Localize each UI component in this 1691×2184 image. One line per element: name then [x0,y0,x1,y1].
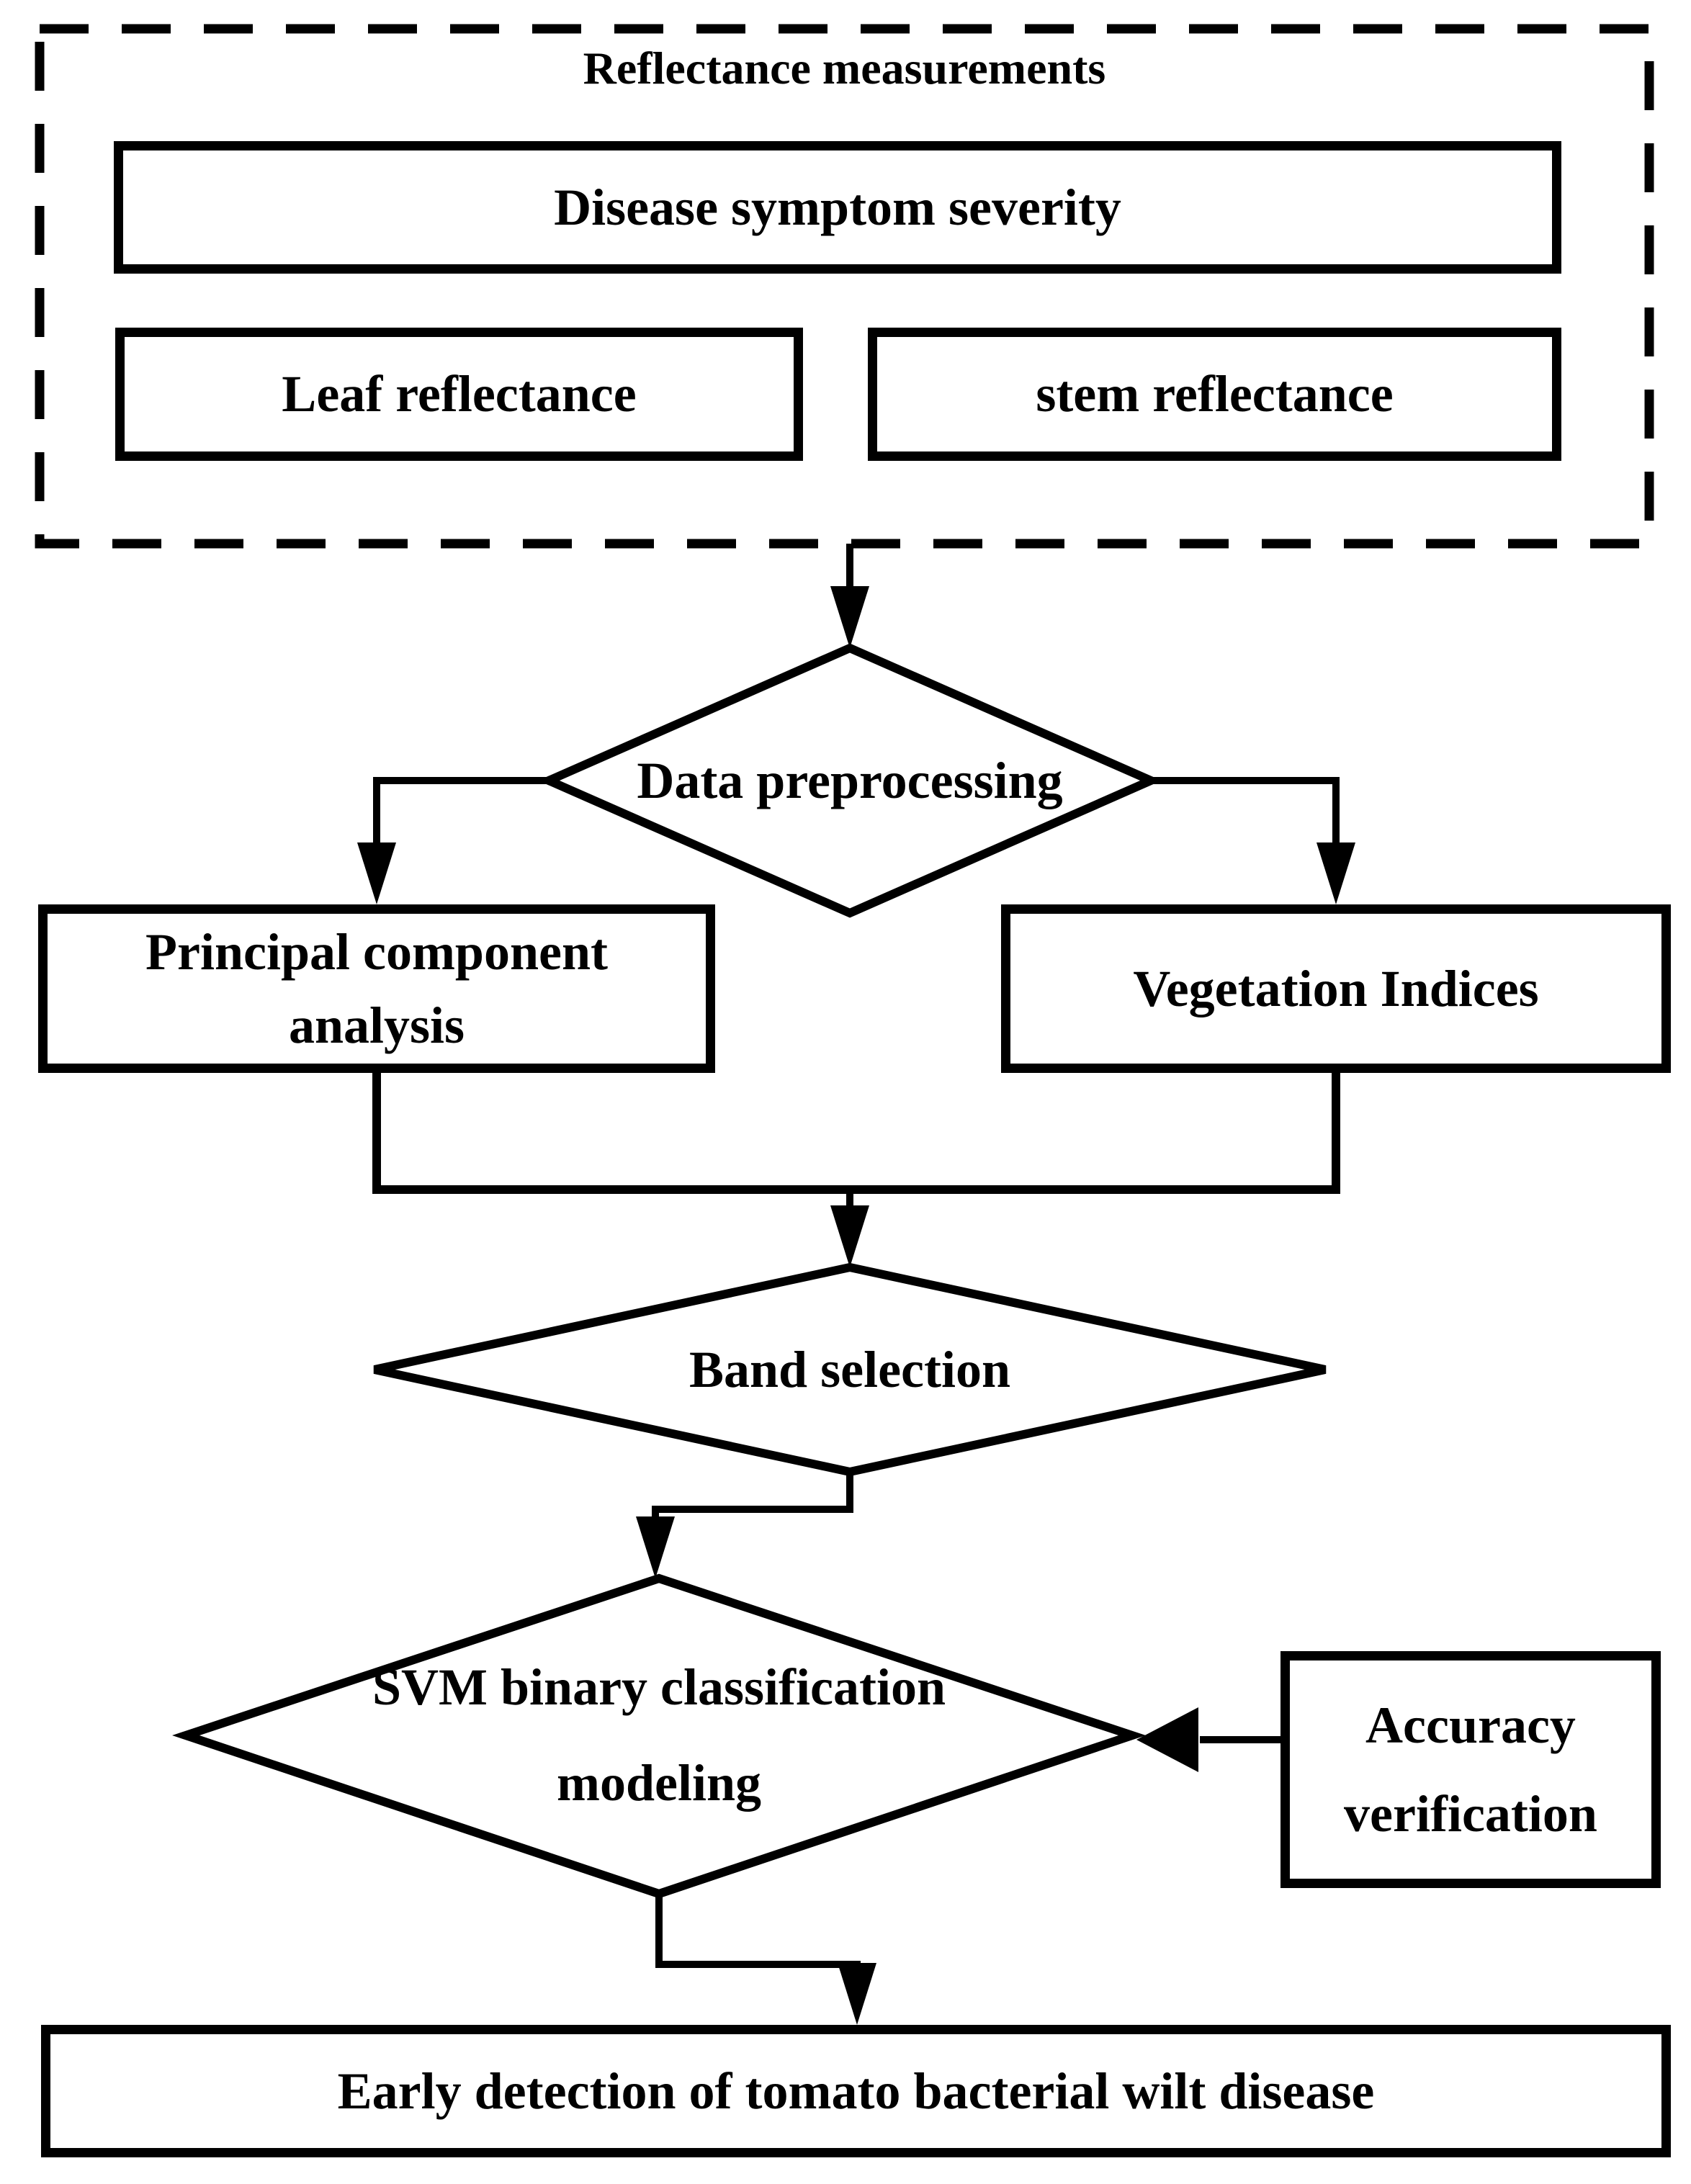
arrowhead-down-icon [830,1205,869,1267]
arrowhead-left-icon [1136,1707,1198,1772]
connector-band-to-svm [652,1472,853,1521]
connector-merge [372,1073,1340,1194]
node-accuracy-verification: Accuracy verification [1280,1651,1661,1888]
arrowhead-down-icon [838,1963,876,2025]
arrowhead-down-icon [636,1516,675,1578]
node-disease-symptom-severity: Disease symptom severity [114,141,1561,274]
connector-preprocess-to-veg [1151,777,1340,847]
diamond-band-selection [373,1262,1327,1477]
reflectance-group-border [35,24,1654,549]
node-svm-modeling-label: SVM binary classification modeling [372,1658,946,1812]
reflectance-group-title: Reflectance measurements [583,42,1106,94]
diamond-data-preprocessing [538,643,1162,918]
diamond-svm-modeling [172,1573,1146,1899]
connector-svm-to-result [655,1894,861,1969]
connector-preprocess-to-pca [373,777,549,847]
node-data-preprocessing-label: Data preprocessing [637,751,1063,809]
node-stem-reflectance: stem reflectance [868,328,1561,461]
node-early-detection-result: Early detection of tomato bacterial wilt… [41,2025,1671,2157]
node-leaf-reflectance: Leaf reflectance [115,328,803,461]
node-band-selection-label: Band selection [688,1340,1011,1398]
arrowhead-down-icon [357,842,396,904]
arrowhead-down-icon [830,586,869,648]
node-vegetation-indices: Vegetation Indices [1001,904,1671,1073]
arrowhead-down-icon [1317,842,1355,904]
node-principal-component-analysis: Principal component analysis [38,904,715,1073]
